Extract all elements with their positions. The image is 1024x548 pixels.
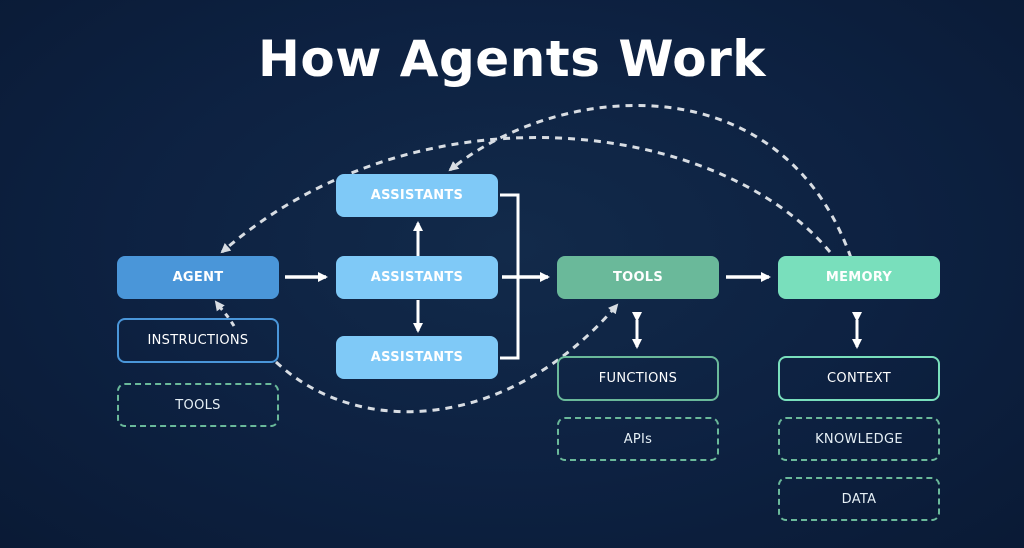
memory-node: MEMORY — [778, 256, 940, 299]
data-node: DATA — [778, 477, 940, 521]
assistants-bottom-label: ASSISTANTS — [370, 350, 464, 365]
tools-node: TOOLS — [557, 256, 719, 299]
assistants-top-label: ASSISTANTS — [370, 188, 464, 203]
context-node: CONTEXT — [778, 356, 940, 401]
apis-node: APIs — [557, 417, 719, 461]
assistants-mid-label: ASSISTANTS — [370, 270, 464, 285]
dashed-arrow-memory-to-assistants — [448, 103, 857, 271]
assistants-mid-node: ASSISTANTS — [336, 256, 498, 299]
dashed-arrow-memory-to-agent — [220, 136, 832, 254]
knowledge-node: KNOWLEDGE — [778, 417, 940, 461]
dashed-arrow-to-agent — [214, 300, 236, 327]
tools-label: TOOLS — [612, 270, 664, 285]
dashed-arrow-instructions-to-tools — [274, 303, 619, 414]
instructions-label: INSTRUCTIONS — [147, 333, 249, 348]
memory-label: MEMORY — [825, 270, 893, 285]
data-label: DATA — [841, 491, 877, 507]
functions-node: FUNCTIONS — [557, 356, 719, 401]
assistants-bottom-node: ASSISTANTS — [336, 336, 498, 379]
agent-label: AGENT — [172, 270, 224, 285]
assistants-top-node: ASSISTANTS — [336, 174, 498, 217]
apis-label: APIs — [623, 431, 653, 447]
context-label: CONTEXT — [827, 371, 891, 386]
agent-node: AGENT — [117, 256, 279, 299]
instructions-node: INSTRUCTIONS — [117, 318, 279, 363]
functions-label: FUNCTIONS — [598, 371, 678, 386]
agent-tools-label: TOOLS — [175, 397, 221, 413]
knowledge-label: KNOWLEDGE — [815, 431, 903, 447]
agent-tools-node: TOOLS — [117, 383, 279, 427]
page-title: How Agents Work — [258, 30, 766, 88]
